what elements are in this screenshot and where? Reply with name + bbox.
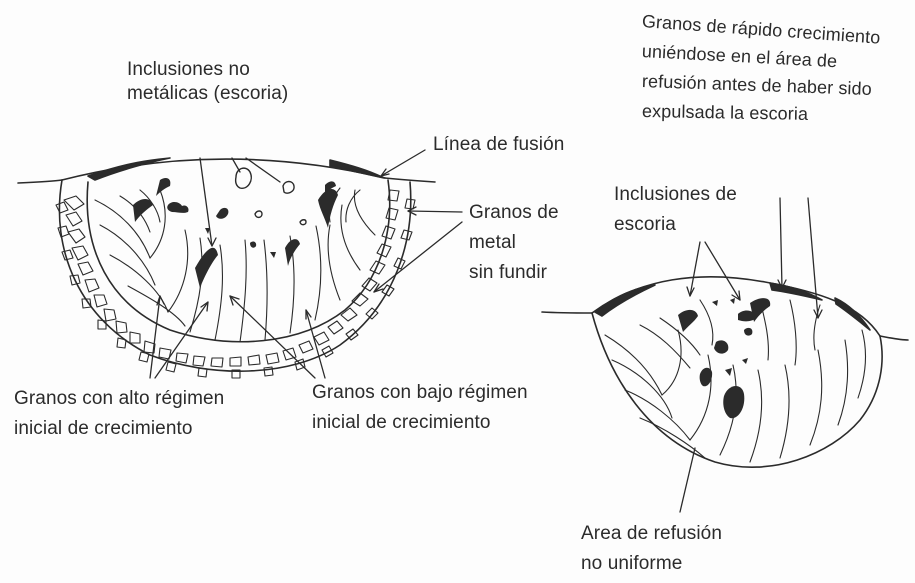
label-bajo-line2: inicial de crecimiento — [312, 412, 491, 433]
left-weld-bead — [17, 157, 436, 379]
label-granos-metal-line3: sin fundir — [469, 262, 548, 283]
label-granos-metal-line2: metal — [469, 232, 516, 253]
left-leader-lines — [149, 149, 463, 379]
leader-rapido-1 — [779, 197, 783, 289]
left-plate-surface-right — [384, 177, 436, 183]
left-crown-shadow — [87, 157, 171, 181]
leader-granos-metal-2 — [373, 221, 463, 293]
right-slag-inclusions — [699, 298, 756, 419]
right-plate-surface-right — [879, 335, 909, 341]
leader-rapido-2 — [807, 197, 819, 319]
left-haz-grains — [55, 189, 416, 379]
label-alto-line1: Granos con alto régimen — [14, 388, 225, 409]
label-area-line2: no uniforme — [581, 553, 683, 574]
leader-bajo-1 — [229, 295, 316, 379]
label-area-line1: Area de refusión — [581, 523, 723, 544]
right-weld-bead — [541, 275, 909, 468]
label-linea-de-fusion: Línea de fusión — [433, 133, 564, 157]
label-granos-metal-line1: Granos de — [469, 202, 559, 223]
leader-inclusiones-escoria-1 — [689, 241, 701, 297]
left-slag-inclusions — [167, 167, 307, 258]
leader-linea-fusion — [380, 149, 426, 177]
right-columnar-grains — [604, 299, 866, 463]
right-leader-lines — [679, 197, 823, 513]
leader-alto-1 — [149, 295, 161, 379]
label-inclusiones-de-escoria: Inclusiones de escoria — [614, 180, 737, 240]
left-weld-crown — [61, 158, 386, 181]
leader-inclusiones-escoria-2 — [704, 241, 741, 301]
label-granos-metal-sin-fundir: Granos de metal sin fundir — [469, 198, 559, 288]
right-crown-shadow — [594, 284, 656, 317]
right-dark-grains — [678, 298, 771, 332]
label-granos-alto-regimen: Granos con alto régimen inicial de creci… — [14, 384, 224, 444]
label-escoria-line1: Inclusiones de — [614, 184, 737, 205]
label-granos-bajo-regimen: Granos con bajo régimen inicial de creci… — [312, 378, 528, 438]
label-granos-rapido-crecimiento: Granos de rápido crecimiento uniéndose e… — [641, 6, 881, 126]
right-weld-crown — [591, 275, 881, 337]
leader-bajo-2 — [305, 309, 326, 379]
left-fusion-line — [86, 179, 391, 343]
label-area-refusion: Area de refusión no uniforme — [581, 519, 722, 579]
label-inclusiones-line2: metálicas (escoria) — [127, 83, 289, 104]
right-fusion-boundary — [591, 312, 883, 468]
label-rapido-line4: expulsada la escoria — [641, 101, 809, 124]
left-outer-boundary — [58, 179, 412, 372]
label-inclusiones-line1: Inclusiones no — [127, 59, 250, 80]
label-linea-de-fusion-text: Línea de fusión — [433, 134, 565, 155]
left-dark-grains — [133, 178, 338, 288]
label-bajo-line1: Granos con bajo régimen — [312, 382, 528, 403]
right-plate-surface — [541, 311, 593, 314]
leader-granos-metal-1 — [407, 210, 463, 213]
leader-alto-2 — [154, 301, 209, 379]
leader-inclusiones-left — [199, 157, 213, 247]
label-inclusiones-no-metalicas: Inclusiones no metálicas (escoria) — [127, 58, 288, 106]
label-escoria-line2: escoria — [614, 214, 676, 235]
leader-area-refusion — [679, 447, 696, 513]
left-plate-surface — [17, 179, 63, 184]
label-alto-line2: inicial de crecimiento — [14, 418, 193, 439]
